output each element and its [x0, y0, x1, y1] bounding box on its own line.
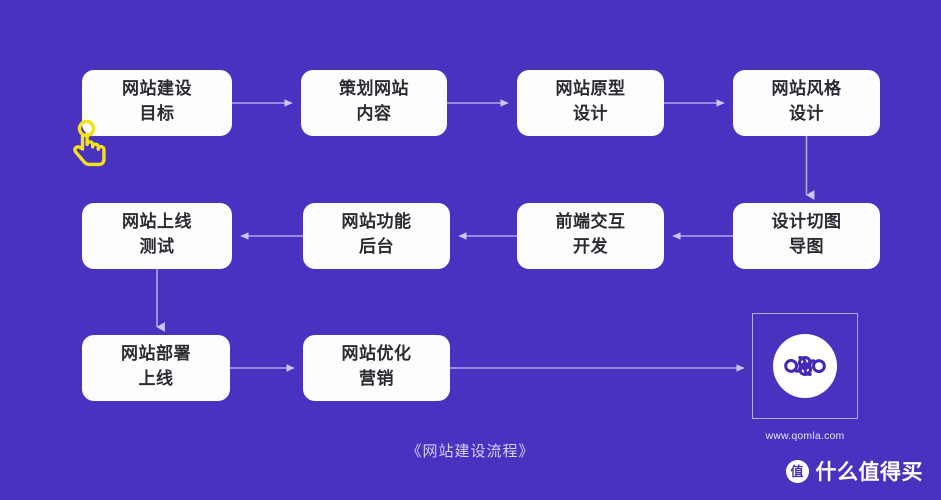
- flow-node-label: 设计切图 导图: [771, 212, 842, 256]
- flow-node-style-design[interactable]: 网站风格 设计: [733, 70, 880, 136]
- smzdm-watermark-text: 什么值得买: [815, 461, 923, 484]
- brand-logo-frame: [752, 313, 858, 419]
- qomla-clover-logo-icon: [773, 334, 837, 398]
- flow-node-label: 网站功能 后台: [341, 212, 412, 256]
- hand-tap-cursor-icon: [64, 116, 120, 172]
- flow-node-label: 网站部署 上线: [121, 344, 191, 388]
- flow-node-label: 前端交互 开发: [555, 212, 626, 256]
- flow-node-label: 网站上线 测试: [122, 212, 192, 256]
- flow-node-prototype-design[interactable]: 网站原型 设计: [517, 70, 664, 136]
- flow-node-label: 网站优化 营销: [341, 344, 412, 388]
- smzdm-badge-icon: 值: [785, 459, 809, 483]
- flow-node-label: 策划网站 内容: [339, 79, 409, 123]
- smzdm-watermark: 值 什么值得买: [785, 456, 924, 486]
- flow-node-launch-test[interactable]: 网站上线 测试: [82, 203, 232, 269]
- brand-url: www.qomla.com: [765, 430, 845, 442]
- flow-node-label: 网站风格 设计: [771, 79, 842, 123]
- flow-node-label: 网站建设 目标: [122, 79, 192, 123]
- flow-node-website-goal[interactable]: 网站建设 目标: [82, 70, 232, 136]
- chart-caption: 《网站建设流程》: [406, 443, 535, 460]
- flow-node-label: 网站原型 设计: [555, 79, 626, 123]
- flow-node-function-backend[interactable]: 网站功能 后台: [303, 203, 450, 269]
- flow-node-plan-content[interactable]: 策划网站 内容: [301, 70, 447, 136]
- flow-node-design-slicing[interactable]: 设计切图 导图: [733, 203, 880, 269]
- flow-node-optimize-marketing[interactable]: 网站优化 营销: [303, 335, 450, 401]
- flow-node-deploy-online[interactable]: 网站部署 上线: [82, 335, 230, 401]
- flow-node-frontend-dev[interactable]: 前端交互 开发: [517, 203, 664, 269]
